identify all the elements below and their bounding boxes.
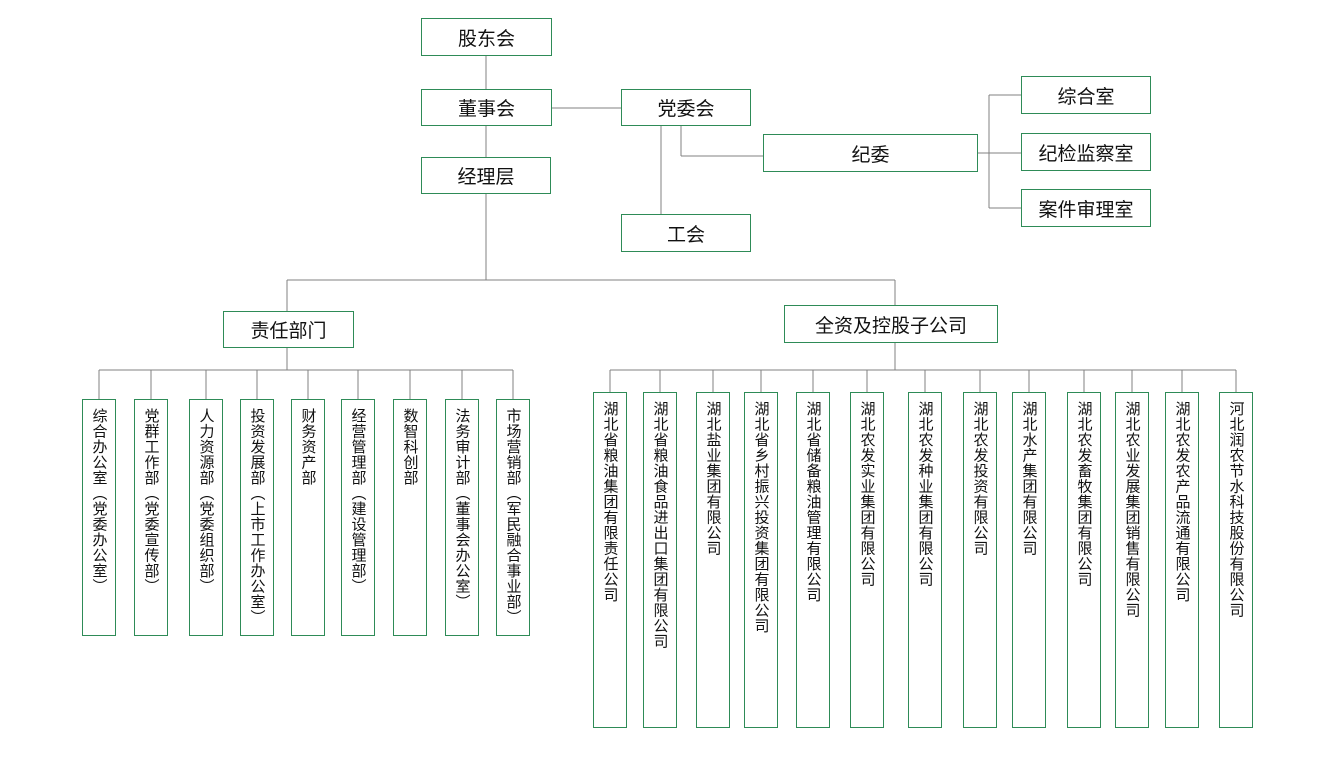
dept-group-box: 责任部门 — [223, 311, 354, 348]
company-label: 湖北农发种业集团有限公司 — [916, 401, 935, 587]
union-box: 工会 — [621, 214, 751, 252]
discipline-unit-box: 案件审理室 — [1021, 189, 1151, 227]
board-box: 董事会 — [421, 89, 552, 126]
management-label: 经理层 — [457, 166, 515, 188]
discipline-unit-label: 案件审理室 — [1038, 198, 1134, 221]
discipline-unit-box: 纪检监察室 — [1021, 133, 1151, 171]
company-box: 湖北省储备粮油管理有限公司 — [796, 392, 830, 728]
company-label: 湖北水产集团有限公司 — [1020, 401, 1039, 556]
department-label: 数智科创部 — [401, 408, 420, 486]
department-box: 综合办公室（党委办公室） — [82, 399, 116, 636]
company-box: 湖北农发种业集团有限公司 — [908, 392, 942, 728]
company-box: 湖北农发投资有限公司 — [963, 392, 997, 728]
company-label: 湖北农发畜牧集团有限公司 — [1075, 401, 1094, 587]
company-label: 湖北省粮油食品进出口集团有限公司 — [651, 401, 670, 649]
department-box: 数智科创部 — [393, 399, 427, 636]
party-committee-box: 党委会 — [621, 89, 751, 126]
department-label: 综合办公室（党委办公室） — [90, 408, 109, 594]
department-box: 财务资产部 — [291, 399, 325, 636]
company-label: 湖北农发投资有限公司 — [971, 401, 990, 556]
shareholders-label: 股东会 — [457, 27, 515, 50]
discipline-unit-label: 纪检监察室 — [1038, 142, 1134, 165]
company-label: 湖北省乡村振兴投资集团有限公司 — [752, 401, 771, 634]
company-box: 湖北省粮油集团有限责任公司 — [593, 392, 627, 728]
company-box: 湖北农发农产品流通有限公司 — [1165, 392, 1199, 728]
company-box: 湖北农业发展集团销售有限公司 — [1115, 392, 1149, 728]
board-label: 董事会 — [457, 98, 515, 120]
department-label: 法务审计部（董事会办公室） — [453, 408, 472, 610]
company-box: 湖北水产集团有限公司 — [1012, 392, 1046, 728]
company-label: 湖北省储备粮油管理有限公司 — [804, 401, 823, 603]
management-box: 经理层 — [421, 157, 551, 194]
company-box: 湖北农发畜牧集团有限公司 — [1067, 392, 1101, 728]
discipline-box: 纪委 — [763, 134, 978, 172]
company-box: 湖北省乡村振兴投资集团有限公司 — [744, 392, 778, 728]
company-label: 湖北省粮油集团有限责任公司 — [601, 401, 620, 603]
company-label: 湖北农发农产品流通有限公司 — [1173, 401, 1192, 603]
company-label: 湖北农发实业集团有限公司 — [858, 401, 877, 587]
union-label: 工会 — [666, 223, 705, 246]
company-label: 河北润农节水科技股份有限公司 — [1227, 401, 1246, 618]
department-label: 财务资产部 — [299, 408, 318, 486]
shareholders-box: 股东会 — [421, 18, 552, 56]
department-box: 投资发展部（上市工作办公室） — [240, 399, 274, 636]
department-box: 法务审计部（董事会办公室） — [445, 399, 479, 636]
department-label: 投资发展部（上市工作办公室） — [248, 408, 267, 625]
company-label: 湖北盐业集团有限公司 — [704, 401, 723, 556]
dept-group-label: 责任部门 — [250, 320, 327, 342]
department-box: 市场营销部（军民融合事业部） — [496, 399, 530, 636]
department-box: 党群工作部（党委宣传部） — [134, 399, 168, 636]
company-box: 河北润农节水科技股份有限公司 — [1219, 392, 1253, 728]
company-group-label: 全资及控股子公司 — [814, 314, 967, 337]
department-box: 经营管理部（建设管理部） — [341, 399, 375, 636]
discipline-label: 纪委 — [851, 143, 890, 166]
department-label: 党群工作部（党委宣传部） — [142, 408, 161, 594]
party-committee-label: 党委会 — [657, 98, 715, 120]
discipline-unit-box: 综合室 — [1021, 76, 1151, 114]
company-label: 湖北农业发展集团销售有限公司 — [1123, 401, 1142, 618]
department-box: 人力资源部（党委组织部） — [189, 399, 223, 636]
discipline-unit-label: 综合室 — [1057, 85, 1115, 108]
company-box: 湖北农发实业集团有限公司 — [850, 392, 884, 728]
department-label: 人力资源部（党委组织部） — [197, 408, 216, 594]
company-group-box: 全资及控股子公司 — [784, 305, 998, 343]
department-label: 市场营销部（军民融合事业部） — [504, 408, 523, 625]
company-box: 湖北盐业集团有限公司 — [696, 392, 730, 728]
company-box: 湖北省粮油食品进出口集团有限公司 — [643, 392, 677, 728]
department-label: 经营管理部（建设管理部） — [349, 408, 368, 594]
